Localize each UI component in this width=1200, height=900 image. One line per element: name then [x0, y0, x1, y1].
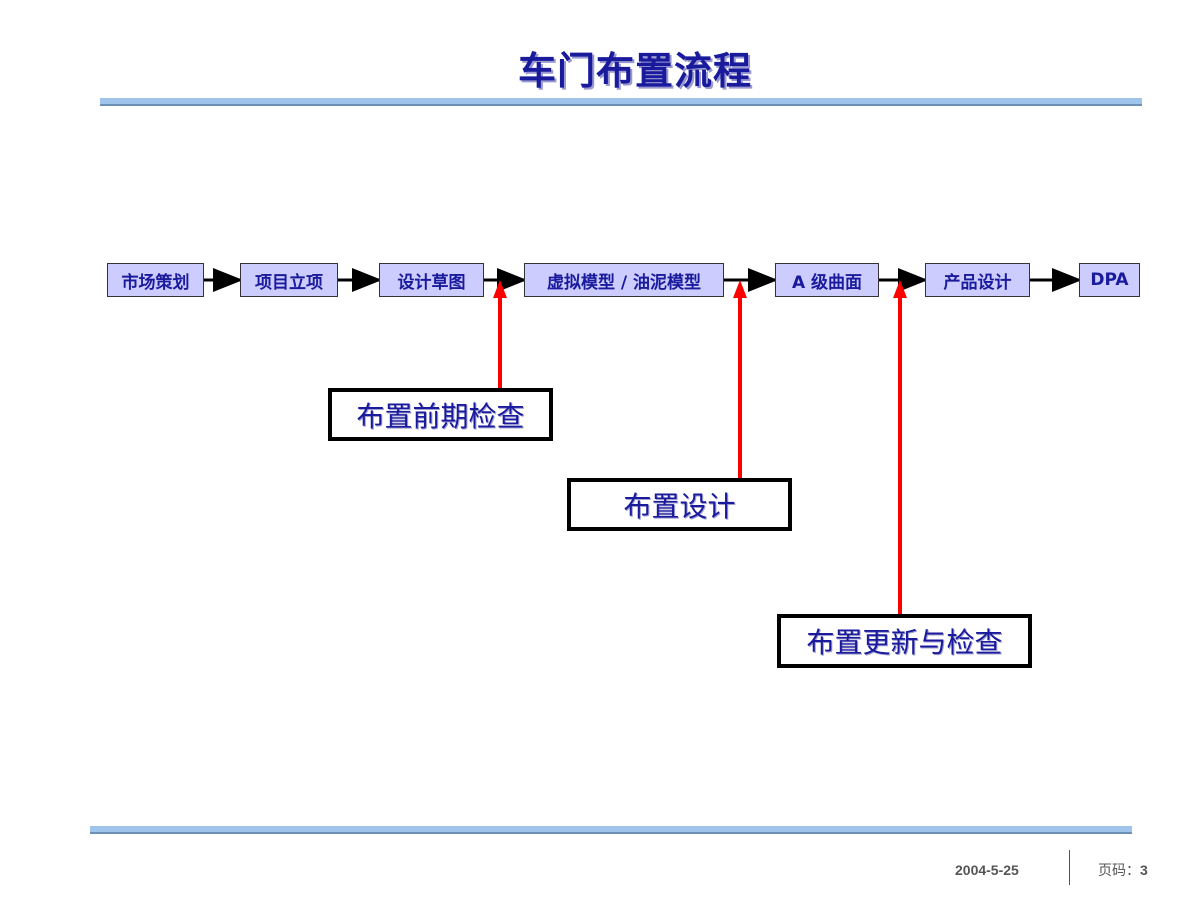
footer-separator [1069, 850, 1070, 885]
footer-date: 2004-5-25 [955, 862, 1019, 878]
check-layout-design: 布置设计 [567, 478, 792, 531]
step-product-design: 产品设计 [925, 263, 1030, 297]
callout-arrow-1 [493, 280, 507, 388]
step-class-a-surface: A 级曲面 [775, 263, 879, 297]
step-virtual-clay-model: 虚拟模型 / 油泥模型 [524, 263, 724, 297]
step-project-approval: 项目立项 [240, 263, 338, 297]
page-title: 车门布置流程 [517, 48, 752, 93]
callout-arrow-3 [893, 280, 907, 615]
footer-rule [90, 826, 1132, 834]
page-indicator: 页码：3 [1098, 860, 1148, 880]
page-label: 页码： [1098, 863, 1140, 879]
step-design-sketch: 设计草图 [379, 263, 484, 297]
step-market-planning: 市场策划 [107, 263, 204, 297]
check-early-layout: 布置前期检查 [328, 388, 553, 441]
step-dpa: DPA [1079, 263, 1140, 297]
callout-arrow-2 [733, 280, 747, 479]
page-number: 3 [1140, 862, 1148, 878]
title-underline [100, 98, 1142, 106]
check-layout-update: 布置更新与检查 [777, 614, 1032, 668]
